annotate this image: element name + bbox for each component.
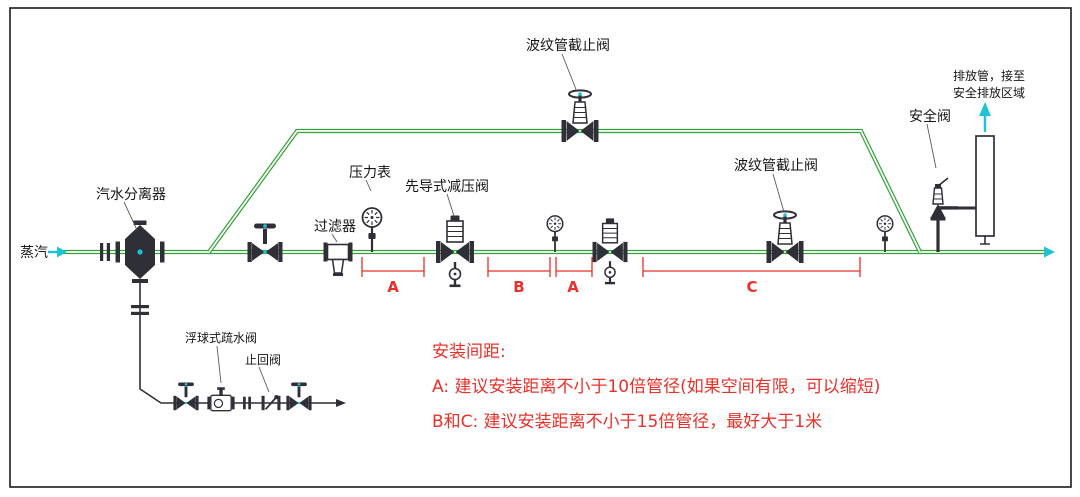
separator-label: 汽水分离器: [96, 186, 166, 203]
dimension-a1-line: [361, 257, 425, 277]
trap-outlet-valve-symbol: [286, 382, 312, 411]
pressure-gauge-2-symbol: [546, 215, 564, 253]
notes-heading: 安装间距:: [432, 342, 506, 362]
safety-valve-symbol: [930, 177, 958, 252]
discharge-stack: [958, 102, 995, 245]
dimension-a2-label: A: [567, 278, 579, 296]
safety-valve-label: 安全阀: [909, 108, 951, 125]
discharge-drain-stub: [980, 236, 990, 245]
pressure-gauge-1-symbol: [361, 207, 383, 253]
trap-inlet-valve-symbol: [173, 382, 199, 411]
dimension-b-label: B: [513, 278, 524, 296]
dimension-c-line: [642, 257, 861, 277]
discharge-note-line2: 安全排放区域: [953, 85, 1025, 100]
safety-valve-flange: [930, 217, 946, 221]
strainer-label: 过滤器: [314, 219, 356, 235]
dimension-lines: [361, 257, 861, 277]
diagram-border: [9, 7, 1072, 488]
strainer-symbol: [322, 241, 354, 277]
bellows-stop-valve-bypass-symbol: [560, 89, 600, 143]
outlet-flow-arrow: [1044, 246, 1055, 258]
check-valve-label: 止回阀: [245, 353, 281, 367]
label-leaders: [123, 53, 937, 393]
dimension-a1-label: A: [387, 278, 399, 296]
safety-valve-lever: [937, 177, 949, 187]
note-line-a: A: 建议安装距离不小于10倍管径(如果空间有限，可以缩短): [432, 377, 880, 397]
bellows-stop-valve-main-symbol: [765, 210, 805, 264]
dimension-b-line: [487, 257, 551, 277]
float-trap-symbol: [206, 386, 236, 412]
safety-valve-spring-coils: [933, 193, 943, 200]
safety-valve-body: [931, 204, 945, 217]
check-valve-symbol: [260, 394, 282, 412]
note-line-bc: B和C: 建议安装距离不小于15倍管径，最好大于1米: [432, 412, 822, 432]
steam-inlet-label: 蒸汽: [20, 245, 48, 261]
discharge-note-line1: 排放管，接至: [953, 68, 1025, 83]
safety-valve-outlet: [938, 206, 958, 210]
discharge-vent-pipe: [975, 135, 995, 237]
inlet-stop-valve-symbol: [247, 223, 283, 262]
safety-valve-spring-housing: [932, 187, 944, 205]
vent-flow-arrow: [979, 102, 991, 116]
bellows-valve-bypass-label: 波纹管截止阀: [526, 38, 610, 54]
safety-valve-riser: [936, 220, 940, 252]
pilot-prv-label: 先导式减压阀: [405, 179, 489, 195]
float-trap-label: 浮球式疏水阀: [185, 330, 257, 345]
dimension-c-label: C: [746, 278, 757, 296]
inlet-flow-arrow: [48, 246, 67, 258]
drain-end-arrow: [336, 399, 346, 407]
pressure-gauge-3-symbol: [876, 215, 894, 253]
pressure-gauge-label: 压力表: [349, 165, 391, 181]
bellows-valve-main-label: 波纹管截止阀: [734, 158, 818, 174]
dimension-a2-line: [555, 257, 593, 277]
